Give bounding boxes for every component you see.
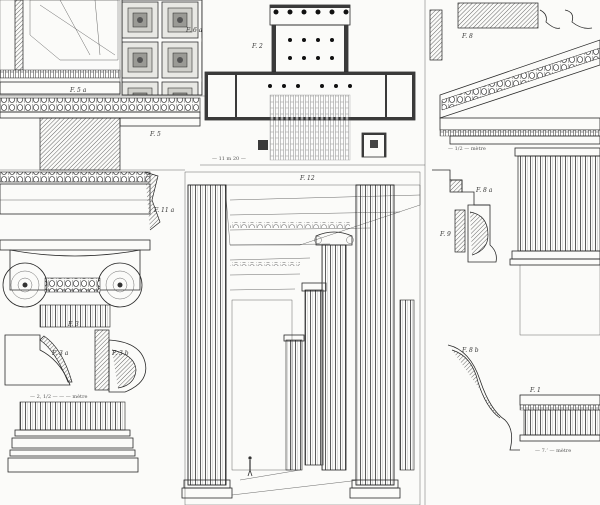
dim-plan-scale: — 11 m 20 — [212,156,246,162]
figure-lower-cornice: F. 8 b F. 1 — 7.’ — mètre [447,344,600,454]
label-fig-9: F. 9 [439,231,451,238]
label-fig-1: F. 1 [529,387,541,394]
plate-separators [0,0,426,505]
label-fig-5a: F. 5 a [69,87,87,94]
figure-capital-profile: F. 11 a [0,171,175,231]
label-fig-11a: F. 11 a [153,207,175,214]
label-fig-3a: F. 3 a [51,350,69,357]
figure-cornice-soffit: F. 5 a [0,0,201,113]
figure-temple-plan: F. 2 — 11 m 20 — [204,4,416,162]
label-fig-3b: F. 3 b [111,350,129,357]
label-fig-2: F. 2 [251,43,263,50]
dim-base-width: — 2, 1/2 — — — mètre [30,393,87,400]
figure-coffered-ceiling: F. 6 a [121,0,203,96]
figure-step-profile: F. 8 a [432,169,493,206]
figure-cornice-detail: F. 8 [429,2,593,61]
label-fig-8b: F. 8 b [461,347,479,354]
figure-moulding-profiles: F. 3 a F. 3 b [4,329,147,393]
figure-architrave-section: F. 5 [0,111,201,171]
label-fig-8a: F. 8 a [475,187,493,194]
label-fig-8: F. 8 [461,33,473,40]
figure-pediment: — 1/2 — mètre [439,39,600,152]
label-fig-3: F. 3 [67,321,79,328]
figure-portico-perspective: F. 12 [181,171,421,505]
label-fig-6: F. 6 a [185,27,203,34]
human-figure [247,456,253,477]
figure-anta-profile: F. 9 [439,204,497,263]
label-fig-12: F. 12 [299,175,315,182]
figure-column-elevation [509,147,600,336]
label-fig-5: F. 5 [149,131,161,138]
dim-right-span: — 1/2 — mètre [448,145,486,152]
figure-column-base: — 2, 1/2 — — — mètre [7,393,139,473]
dim-shaft-span: — 7.’ — mètre [535,447,571,454]
figure-ionic-capital: F. 3 [0,239,151,328]
